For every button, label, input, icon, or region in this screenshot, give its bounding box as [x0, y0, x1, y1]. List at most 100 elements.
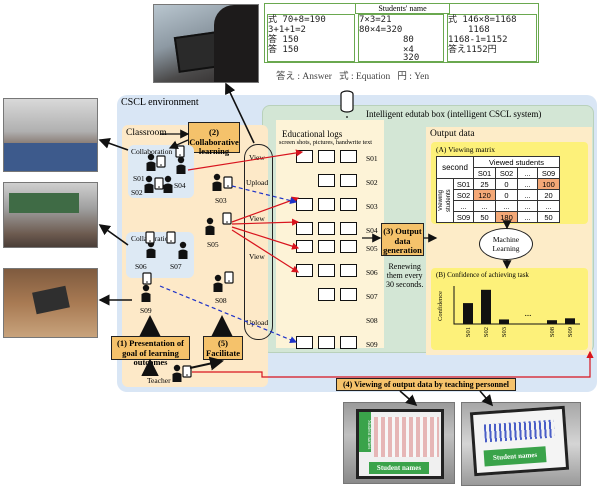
- label-s07: S07: [170, 262, 182, 271]
- students-name-header: Students' name: [355, 3, 450, 14]
- log-entry-square: [340, 198, 357, 211]
- arrow-to-photo-2: [98, 224, 129, 246]
- handwriting-col-1: 式 70+8=190 3+1+1=2 答 150 答 150: [267, 14, 355, 62]
- facilitate-box: (5) Facilitate: [203, 336, 243, 360]
- tablet-student-names-1: Student names: [366, 420, 371, 450]
- photo-classroom-3: [3, 268, 98, 338]
- log-entry-square: [340, 288, 357, 301]
- label-s06: S06: [135, 262, 147, 271]
- log-entry-square: [318, 174, 335, 187]
- chart-tick-label: S09: [567, 327, 574, 337]
- log-entry-square: [318, 288, 335, 301]
- chart-tick-label: S08: [549, 327, 556, 337]
- log-entry-square: [340, 264, 357, 277]
- log-entry-square: [318, 150, 335, 163]
- arrow-view-4: [231, 229, 300, 273]
- view-upload-channel: [244, 144, 273, 340]
- photo-detail: [9, 193, 79, 213]
- chart-bar-s09: [565, 318, 575, 324]
- collaboration-label-1: Collaboration: [131, 147, 173, 156]
- renewing-line: Renewing: [388, 262, 421, 271]
- arrow-label-upload-2: Upload: [246, 318, 269, 327]
- log-entry-square: [296, 222, 313, 235]
- label-s03: S03: [215, 196, 227, 205]
- collaborative-learning-box: (2) Collaborative learning: [188, 122, 240, 156]
- renewing-line: them every: [386, 271, 423, 280]
- photo-detail: [4, 143, 97, 171]
- arrow-to-group1: [168, 139, 189, 149]
- chart-ylabel: Confidence: [437, 291, 444, 321]
- arrow-label-view-2: View: [249, 214, 265, 223]
- label-s09: S09: [140, 306, 152, 315]
- chart-bar-s03: [499, 319, 509, 324]
- viewing-matrix-title: (A) Viewing matrix: [436, 145, 495, 154]
- arrow-label-upload-1: Upload: [246, 178, 269, 187]
- log-row-label: S09: [366, 340, 378, 349]
- arrow-to-tablet-1: [399, 390, 418, 407]
- machine-learning-node: Machine Learning: [479, 228, 533, 260]
- matrix-cell: 50: [537, 211, 560, 223]
- chart-bar-s02: [481, 289, 491, 324]
- output-generation-box: (3) Output data generation: [381, 223, 424, 256]
- log-row-label: S02: [366, 178, 378, 187]
- chart-ellipsis: ...: [525, 308, 532, 318]
- photo-tablet-2: Student names: [461, 402, 581, 486]
- hand-line: ×4: [403, 45, 414, 55]
- tablet-student-names-2: Student names: [369, 462, 429, 474]
- log-row-label: S03: [366, 202, 378, 211]
- intelligent-box-title: Intelligent edutab box (intelligent CSCL…: [366, 109, 542, 119]
- hand-line: 320: [403, 53, 420, 63]
- hand-line: 80×4=320: [359, 25, 403, 35]
- log-entry-square: [296, 198, 313, 211]
- confidence-title: (B) Confidence of achieving task: [436, 271, 529, 279]
- hand-line: 3+1+1=2: [268, 25, 306, 35]
- hand-line: 式 146×8=1168: [448, 15, 517, 25]
- renewing-line: 30 seconds.: [386, 280, 424, 289]
- photo-classroom-2: [3, 182, 98, 248]
- log-row-label: S07: [366, 292, 378, 301]
- viewing-output-box: (4) Viewing of output data by teaching p…: [336, 378, 516, 391]
- label-s01: S01: [133, 174, 145, 183]
- log-entry-square: [318, 222, 335, 235]
- student-silhouette: [214, 5, 258, 82]
- log-entry-square: [340, 222, 357, 235]
- log-entry-square: [318, 336, 335, 349]
- hand-line: 答 150: [268, 35, 299, 45]
- log-entry-square: [340, 150, 357, 163]
- matrix-cell: ...: [473, 200, 496, 212]
- arrow-upload-2: [159, 285, 298, 344]
- log-row-label: S04: [366, 226, 378, 235]
- arrow-to-photo-1: [98, 137, 129, 151]
- chart-axes: [453, 286, 580, 325]
- handwriting-panel: Students' name 式 70+8=190 3+1+1=2 答 150 …: [264, 3, 539, 63]
- hand-line: 1168-1=1152: [448, 35, 508, 45]
- arrow-to-tablet-2: [479, 390, 494, 407]
- label-s08: S08: [215, 296, 227, 305]
- legend-text: 答え : Answer 式 : Equation 円 : Yen: [276, 72, 430, 82]
- log-entry-square: [340, 336, 357, 349]
- photo-tablet-1: Student names Student names: [343, 402, 455, 484]
- photo-students-tablet: [153, 4, 259, 83]
- arrow-to-top-photo: [225, 82, 255, 144]
- teacher-label: Teacher: [147, 376, 171, 385]
- confidence-panel: [431, 268, 588, 350]
- log-entry-square: [318, 264, 335, 277]
- viewing-matrix-table: second Viewed students S01 S02 ... S09 V…: [436, 156, 560, 223]
- log-row-label: S01: [366, 154, 378, 163]
- chart-tick-label: S01: [465, 327, 472, 337]
- arrow-label-view-3: View: [249, 252, 265, 261]
- matrix-row-header: ...: [453, 200, 474, 212]
- tablet-side-bar: [359, 412, 371, 452]
- chart-tick-label: S03: [501, 327, 508, 337]
- machine-learning-label: Machine Learning: [492, 235, 520, 253]
- tablet-screen: Student names Student names: [356, 409, 444, 479]
- log-entry-square: [318, 240, 335, 253]
- label-s05: S05: [207, 240, 219, 249]
- arrow-view-1: [187, 149, 304, 171]
- hand-line: 1168: [468, 25, 490, 35]
- hand-line: 80: [403, 35, 414, 45]
- output-data-title: Output data: [430, 129, 475, 139]
- log-row-label: S08: [366, 316, 378, 325]
